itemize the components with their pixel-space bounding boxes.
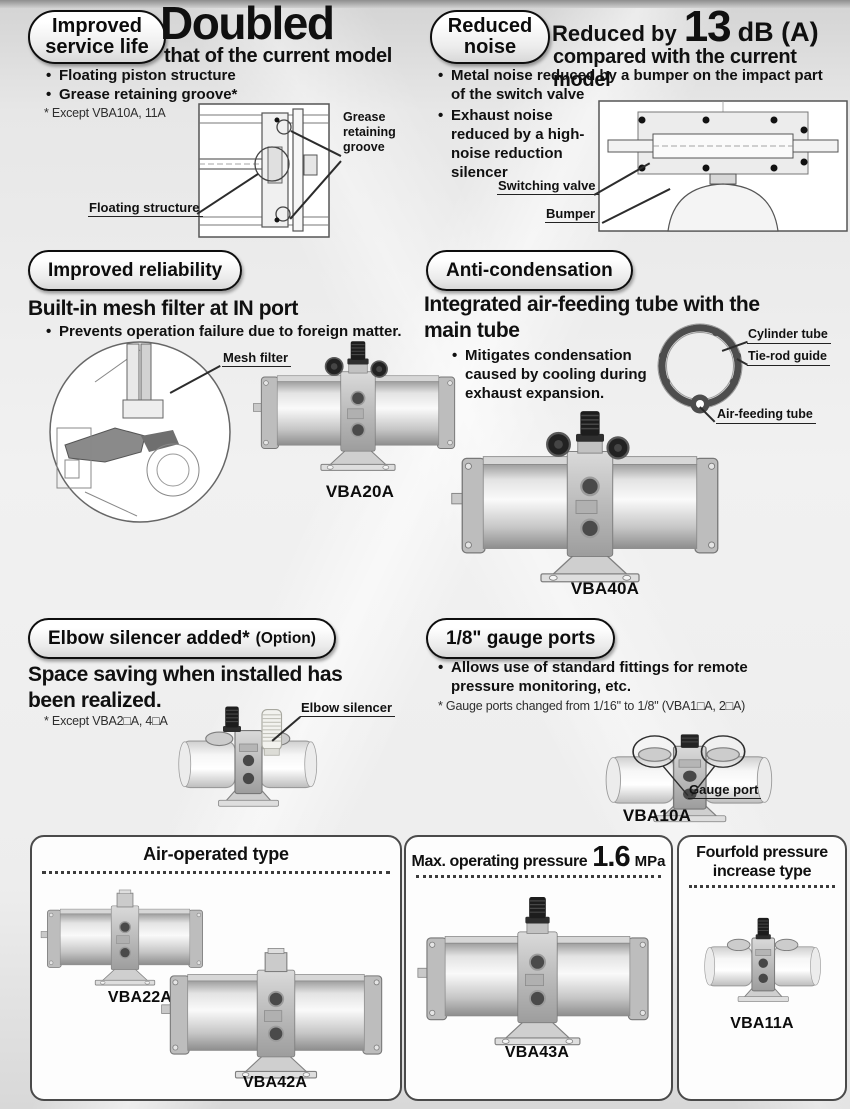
product-image-vba42a: [160, 947, 383, 1079]
title-line: Fourfold pressure: [696, 844, 828, 861]
bullet-line: noise reduction: [451, 145, 563, 162]
dotted-divider: [689, 885, 835, 888]
pressure-unit: MPa: [634, 853, 666, 870]
bullet-line: exhaust expansion.: [465, 385, 605, 402]
bumper-label: Bumper: [545, 206, 599, 223]
cylinder-tube-label: Cylinder tube: [747, 327, 831, 344]
air-feeding-tube-label: Air-feeding tube: [716, 407, 816, 424]
reduced-noise-bullet-1: Metal noise reduced by a bumper on the i…: [438, 66, 849, 104]
badge-reduced-noise: Reduced noise: [430, 10, 550, 64]
product-label-vba11a: VBA11A: [730, 1015, 794, 1032]
bullet-line: Exhaust noise: [451, 107, 553, 124]
badge-line: Improved: [51, 15, 143, 37]
headline-value: 13: [683, 2, 732, 51]
headline-unit: dB (A): [737, 17, 819, 47]
max-pressure-box: Max. operating pressure 1.6 MPa VBA43A: [404, 835, 673, 1101]
switch-valve-diagram: [598, 100, 848, 232]
badge-line: noise: [463, 36, 517, 58]
heading-line: been realized.: [28, 689, 162, 712]
product-label-vba22a: VBA22A: [107, 989, 173, 1006]
page-top-edge: [0, 0, 850, 8]
heading-line: Integrated air-feeding tube with the: [424, 293, 760, 316]
switching-valve-label: Switching valve: [497, 178, 599, 195]
badge-line: service life: [45, 36, 149, 58]
mesh-filter-diagram: [49, 341, 231, 523]
dotted-divider: [42, 871, 390, 874]
service-life-subhead: that of the current model: [164, 45, 393, 67]
heading-line: main tube: [424, 319, 520, 342]
fourfold-box: Fourfold pressure increase type VBA11A: [677, 835, 847, 1101]
air-operated-title: Air-operated type: [143, 844, 289, 864]
product-image-vba20a: [252, 340, 456, 472]
gauge-port-label: Gauge port: [688, 782, 762, 799]
gauge-ports-note: * Gauge ports changed from 1/16" to 1/8"…: [438, 699, 746, 713]
badge-line: Reduced: [447, 15, 533, 37]
product-image-vba43a: [416, 896, 649, 1046]
dotted-divider: [416, 875, 661, 878]
badge-improved-service-life: Improved service life: [28, 10, 166, 64]
title-text: Max. operating pressure: [411, 853, 588, 870]
anti-condensation-heading: Integrated air-feeding tube with the mai…: [424, 292, 760, 344]
anti-condensation-bullet: Mitigates condensation caused by cooling…: [452, 346, 677, 403]
badge-anti-condensation: Anti-condensation: [426, 250, 633, 291]
reduced-noise-bullet-2: Exhaust noise reduced by a high- noise r…: [438, 106, 621, 182]
product-label-vba40a: VBA40A: [570, 579, 640, 598]
grease-groove-label: Grease retaining groove: [343, 110, 396, 154]
reliability-bullet: Prevents operation failure due to foreig…: [46, 322, 402, 341]
badge-gauge-ports: 1/8" gauge ports: [426, 618, 616, 659]
service-life-headline: Doubled: [160, 0, 335, 49]
floating-structure-label: Floating structure: [88, 200, 203, 217]
fourfold-title: Fourfold pressure increase type: [679, 843, 845, 881]
reduced-noise-headline: Reduced by 13 dB (A): [552, 2, 819, 52]
elbow-note: * Except VBA2□A, 4□A: [44, 714, 168, 728]
title-line: increase type: [712, 863, 812, 880]
cylinder-tube-diagram: [657, 323, 743, 414]
elbow-silencer-label: Elbow silencer: [300, 700, 396, 717]
product-label-vba42a: VBA42A: [242, 1074, 308, 1091]
pressure-value: 1.6: [592, 841, 630, 873]
bullet-line: silencer: [451, 164, 508, 181]
bullet-line: Mitigates condensation: [465, 347, 632, 364]
bullet-line: Allows use of standard fittings for remo…: [451, 659, 748, 676]
badge-option-text: (Option): [255, 629, 316, 647]
product-image-vba10a: [605, 733, 773, 823]
air-operated-box: Air-operated type VBA22A VBA42A: [30, 835, 402, 1101]
service-life-note: * Except VBA10A, 11A: [44, 106, 166, 120]
service-life-bullet-1: Floating piston structure: [46, 66, 236, 85]
badge-improved-reliability: Improved reliability: [28, 250, 243, 291]
grease-groove-diagram: [198, 103, 330, 238]
badge-main-text: Elbow silencer added*: [48, 627, 250, 649]
product-label-vba43a: VBA43A: [504, 1044, 570, 1061]
bullet-line: of the switch valve: [451, 86, 585, 103]
service-life-bullet-2: Grease retaining groove*: [46, 85, 237, 104]
product-label-vba10a: VBA10A: [622, 806, 692, 825]
gauge-ports-bullet: Allows use of standard fittings for remo…: [438, 658, 841, 696]
bullet-line: reduced by a high-: [451, 126, 585, 143]
badge-elbow-silencer: Elbow silencer added* (Option): [28, 618, 336, 659]
elbow-heading: Space saving when installed has been rea…: [28, 662, 343, 714]
max-pressure-title: Max. operating pressure 1.6 MPa: [406, 841, 671, 874]
product-image-vba40a: [450, 410, 719, 583]
bullet-line: caused by cooling during: [465, 366, 647, 383]
heading-line: Space saving when installed has: [28, 663, 343, 686]
product-image-vba11a: [704, 917, 822, 1003]
bullet-line: Metal noise reduced by a bumper on the i…: [451, 67, 823, 84]
reliability-heading: Built-in mesh filter at IN port: [28, 297, 298, 320]
headline-prefix: Reduced by: [552, 21, 677, 46]
product-label-vba20a: VBA20A: [325, 482, 395, 501]
bullet-line: pressure monitoring, etc.: [451, 678, 632, 695]
tie-rod-guide-label: Tie-rod guide: [747, 349, 830, 366]
mesh-filter-label: Mesh filter: [222, 350, 292, 367]
